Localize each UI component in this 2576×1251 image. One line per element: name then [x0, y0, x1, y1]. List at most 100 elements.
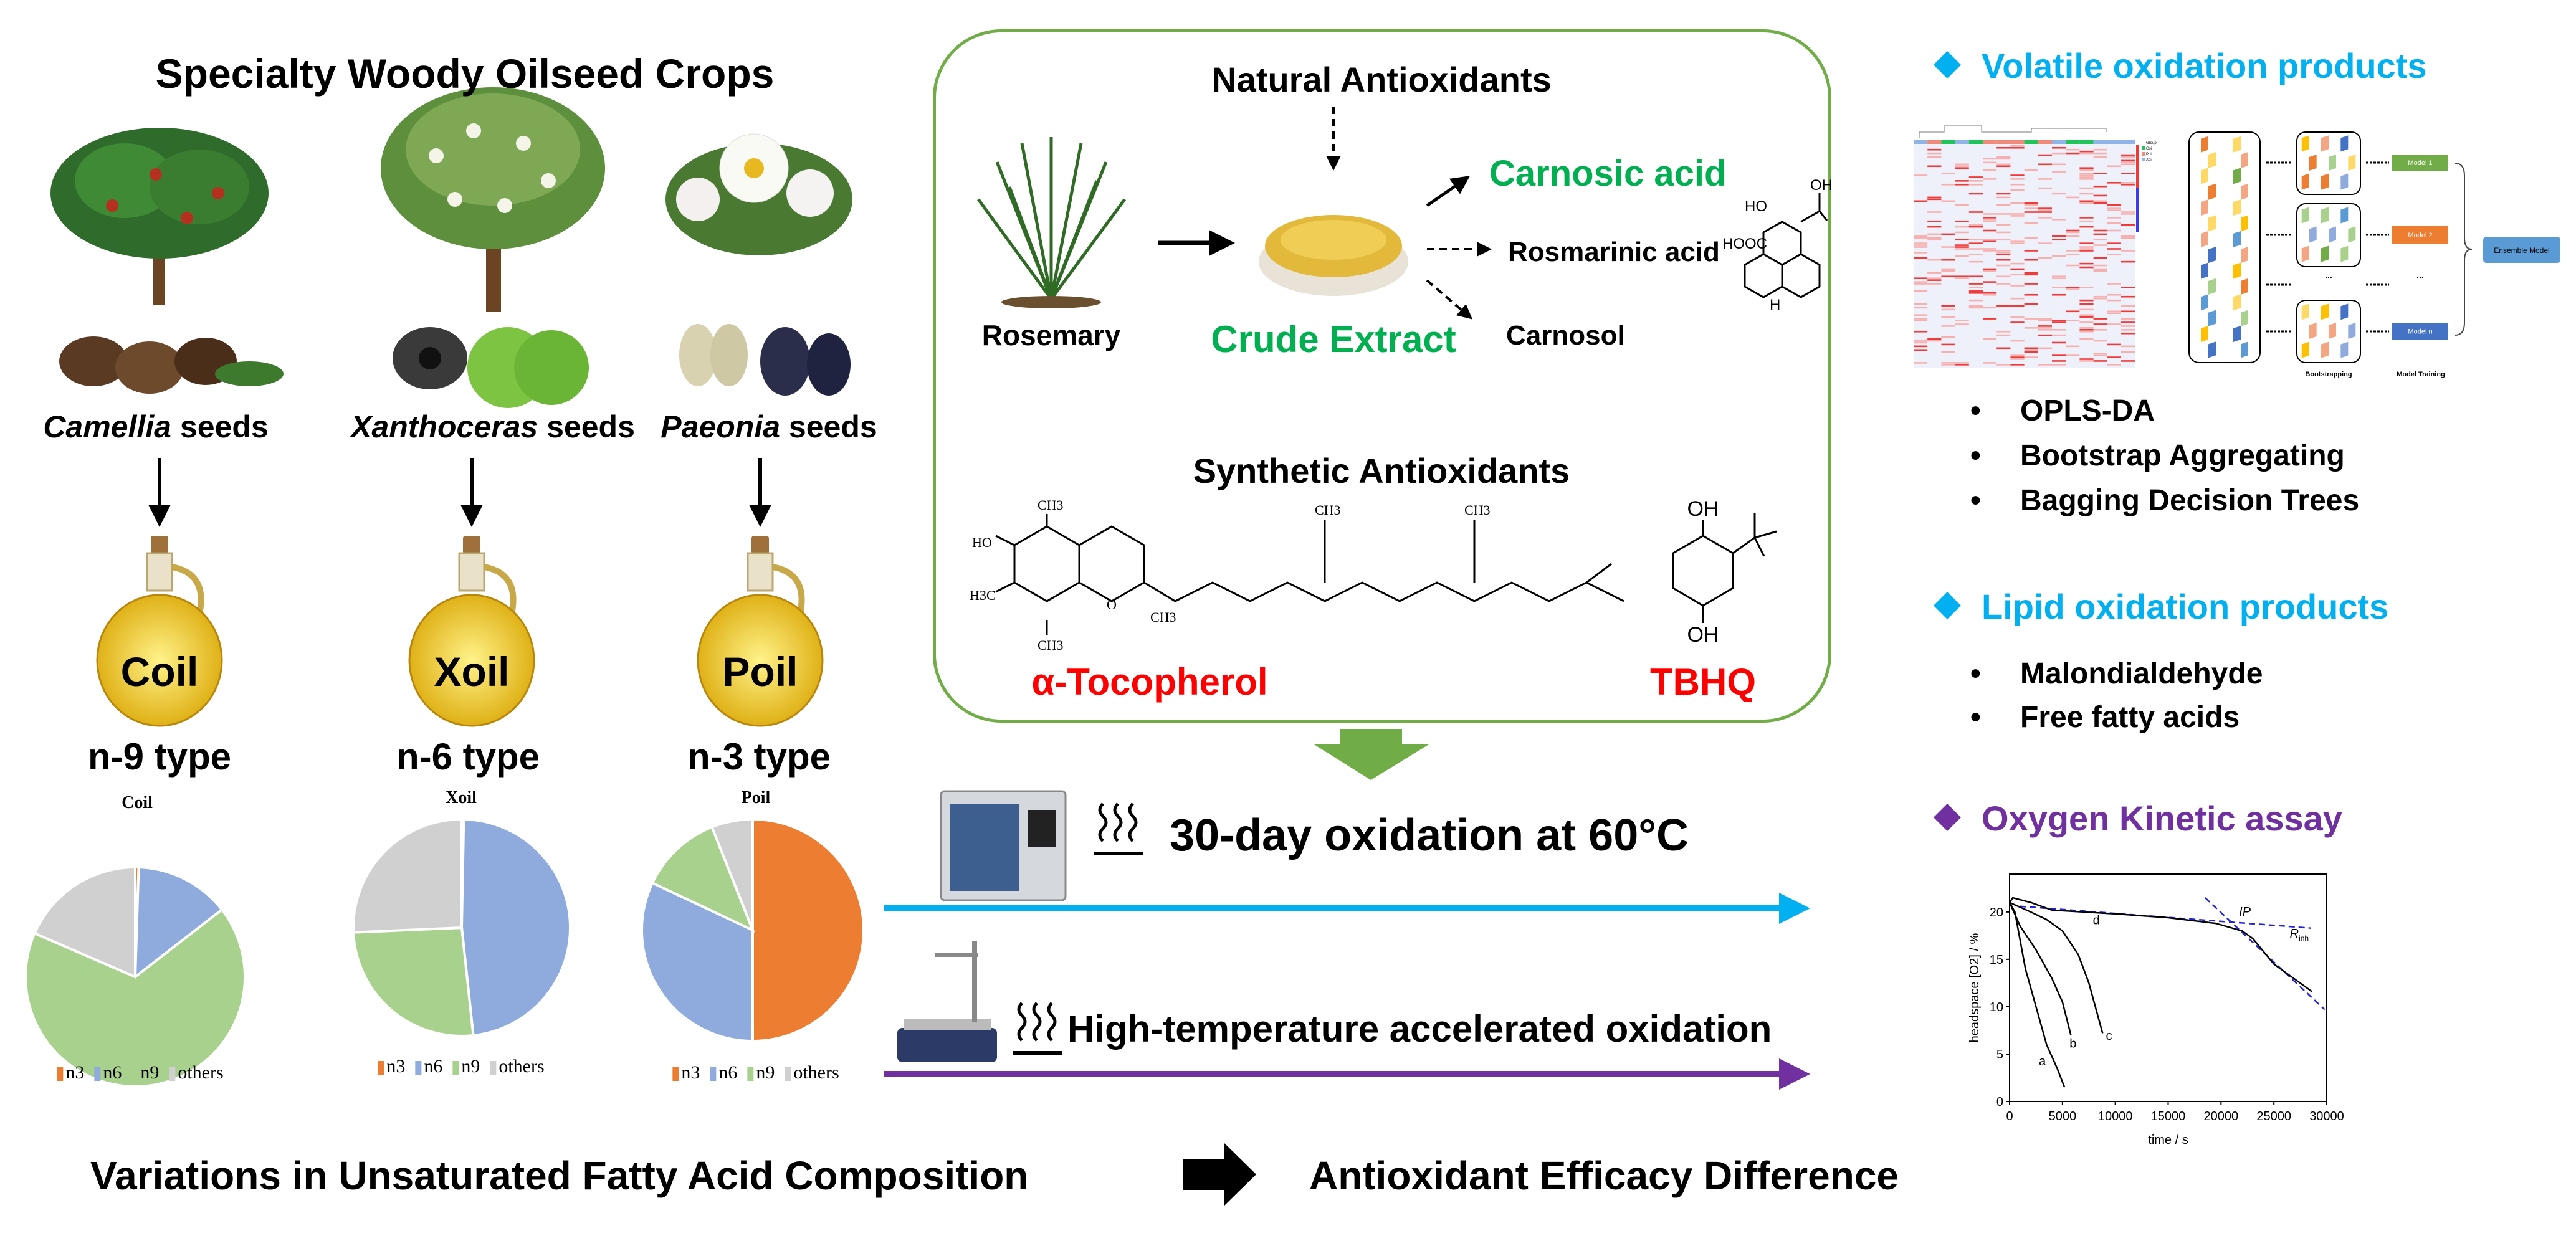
- heatmap-cell: [2093, 270, 2107, 272]
- heatmap-cell: [2093, 297, 2107, 300]
- heatmap-group-bar: [1968, 140, 1983, 144]
- heatmap-cell: [1968, 305, 1983, 307]
- heatmap-cell: [2024, 356, 2038, 358]
- data-sample-diamond: [2233, 262, 2241, 279]
- legend-label: n3: [681, 1062, 700, 1083]
- heatmap-cell: [1983, 292, 1997, 294]
- arrow-to-carnosol: [1426, 279, 1473, 320]
- heatmap-cell: [1983, 158, 1997, 160]
- legend-item-n9: n9: [747, 1062, 775, 1083]
- heatmap-cell: [1914, 314, 1928, 316]
- heatmap-group-bar: [2038, 140, 2052, 144]
- heatmap-cell: [2107, 312, 2121, 315]
- heatmap-cell: [1983, 239, 1997, 241]
- heatmap-cell: [2121, 325, 2135, 327]
- heatmap-cell: [2079, 150, 2094, 153]
- y-tick-label: 20: [1990, 906, 2003, 920]
- heatmap-cell: [2066, 320, 2080, 321]
- heatmap-cell: [2024, 204, 2038, 206]
- natural-antioxidants-title: Natural Antioxidants: [1211, 60, 1552, 99]
- struct-label: HO: [1745, 198, 1767, 215]
- paeonia-seeds-label: Paeonia seeds: [661, 411, 877, 442]
- heatmap-cell: [2024, 202, 2038, 204]
- heatmap-legend-label: Poil: [2146, 153, 2152, 156]
- heatmap-cell: [2010, 262, 2025, 265]
- heatmap-cell: [2121, 154, 2135, 156]
- heatmap-legend-swatch: [2142, 152, 2145, 156]
- heatmap-cell: [1914, 257, 1928, 259]
- ellipsis-label: ...: [2325, 270, 2332, 280]
- volatile-item: Bagging Decision Trees: [1970, 486, 2359, 516]
- drying-oven-icon: [940, 790, 1067, 901]
- legend-swatch: [452, 1061, 459, 1075]
- heatmap-cell: [1996, 239, 2011, 241]
- data-sample-diamond: [2241, 278, 2248, 295]
- heatmap-cell: [1914, 283, 1928, 285]
- heatmap-cell: [1968, 180, 1983, 182]
- legend-label: others: [178, 1062, 224, 1083]
- heatmap-cell: [1941, 343, 1955, 346]
- heatmap-cell: [1983, 250, 1997, 252]
- series-line-d: [2008, 897, 2312, 992]
- heatmap-cell: [1968, 290, 1983, 292]
- arrow-to-carnosic-acid: [1426, 176, 1471, 207]
- heatmap-cell: [2107, 283, 2121, 285]
- heatmap-cell: [1941, 305, 1955, 307]
- heatmap-cell: [2038, 154, 2052, 156]
- heatmap-cell: [2107, 209, 2121, 211]
- heatmap-cell: [1927, 237, 1942, 239]
- bottle-body: [96, 594, 223, 727]
- heatmap-cell: [2121, 163, 2135, 166]
- data-sample-diamond: [2241, 310, 2248, 326]
- bottom-left-statement: Variations in Unsaturated Fatty Acid Com…: [90, 1153, 1029, 1198]
- heatmap-cell: [2093, 295, 2107, 298]
- heat-wave: [1032, 1002, 1042, 1042]
- data-sample-diamond: [2301, 341, 2309, 358]
- heatmap-cell: [1955, 165, 1969, 168]
- heatmap-cell: [1983, 338, 1997, 340]
- legend-item-n3: n3: [57, 1062, 84, 1083]
- heatmap-cell: [1955, 255, 1969, 257]
- heatmap-cell: [1955, 275, 1969, 278]
- heatmap-cell: [1996, 275, 2011, 278]
- series-line-a: [2008, 902, 2066, 1088]
- heatmap-cell: [2066, 354, 2080, 356]
- heatmap-cell: [1941, 233, 1955, 235]
- data-sample-diamond: [2233, 136, 2241, 153]
- heatmap-cell: [2038, 163, 2052, 166]
- heatmap-cell: [1914, 277, 1928, 279]
- legend-swatch: [131, 1067, 138, 1082]
- heatmap-cell: [2121, 318, 2135, 320]
- heatmap-cell: [2079, 358, 2094, 360]
- heatmap-legend-label: Xoil: [2146, 158, 2152, 162]
- heatmap-cell: [1983, 229, 1997, 232]
- heatmap-cell: [2052, 171, 2066, 173]
- heatmap-cell: [2107, 310, 2121, 313]
- heatmap-cell: [1941, 246, 1955, 248]
- heatmap-cell: [2107, 323, 2121, 325]
- pie-title-coil: Coil: [122, 793, 153, 812]
- heatmap-cell: [1968, 176, 1983, 178]
- data-sample-diamond: [2201, 294, 2208, 311]
- heatmap-cell: [1955, 204, 1969, 206]
- heatmap-cell: [2066, 229, 2080, 232]
- heatmap-cell: [2121, 161, 2135, 164]
- heatmap-cell: [2052, 275, 2066, 278]
- heatmap-cell: [1968, 224, 1983, 226]
- heatmap-cell: [2093, 244, 2107, 246]
- heatmap-cell: [1983, 217, 1997, 219]
- model-label: Model 1: [2408, 159, 2432, 167]
- heatmap-cell: [2052, 163, 2066, 166]
- x-tick-label: 25000: [2256, 1110, 2291, 1123]
- heatmap-cell: [2038, 325, 2052, 327]
- data-sample-diamond: [2233, 294, 2241, 311]
- heatmap-cell: [2010, 183, 2025, 186]
- data-sample-diamond: [2329, 323, 2336, 339]
- heatmap-cell: [2066, 287, 2080, 288]
- heatmap-cell: [2010, 240, 2025, 242]
- model-training-label: Model Training: [2397, 371, 2445, 378]
- data-sample-diamond: [2340, 207, 2349, 224]
- heatmap-cell: [2079, 187, 2094, 189]
- heatmap-cell: [1955, 244, 1969, 246]
- heatmap-cell: [1996, 146, 2011, 149]
